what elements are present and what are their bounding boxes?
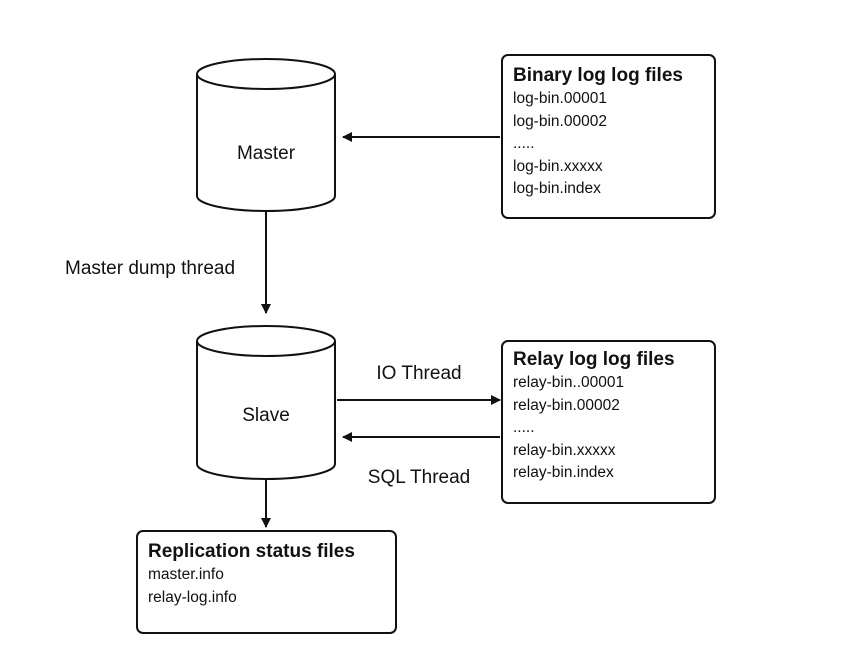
replication-status-title: Replication status files	[148, 541, 355, 562]
relay-log-item: relay-bin.xxxxx	[513, 441, 616, 459]
replication-status-item: relay-log.info	[148, 588, 237, 606]
relay-log-item: relay-bin.00002	[513, 396, 620, 414]
io-thread-label: IO Thread	[376, 363, 461, 384]
binary-log-item: .....	[513, 135, 535, 152]
master-label: Master	[237, 143, 296, 164]
sql-thread-label: SQL Thread	[368, 467, 470, 488]
master-dump-thread-label: Master dump thread	[65, 258, 235, 279]
relay-log-item: relay-bin.index	[513, 464, 614, 481]
binary-log-title: Binary log log files	[513, 65, 683, 86]
binary-log-item: log-bin.index	[513, 180, 601, 197]
binary-log-box: Binary log log files log-bin.00001 log-b…	[501, 54, 716, 219]
slave-cylinder: Slave	[196, 325, 336, 480]
relay-log-box: Relay log log files relay-bin..00001 rel…	[501, 340, 716, 504]
binary-log-item: log-bin.00001	[513, 90, 607, 107]
replication-status-box: Replication status files master.info rel…	[136, 530, 397, 634]
relay-log-title: Relay log log files	[513, 349, 675, 370]
master-cylinder: Master	[196, 58, 336, 212]
relay-log-item: relay-bin..00001	[513, 374, 625, 391]
relay-log-item: .....	[513, 419, 535, 436]
binary-log-item: log-bin.00002	[513, 112, 607, 130]
slave-label: Slave	[242, 405, 290, 426]
replication-status-item: master.info	[148, 566, 224, 583]
binary-log-item: log-bin.xxxxx	[513, 157, 603, 175]
